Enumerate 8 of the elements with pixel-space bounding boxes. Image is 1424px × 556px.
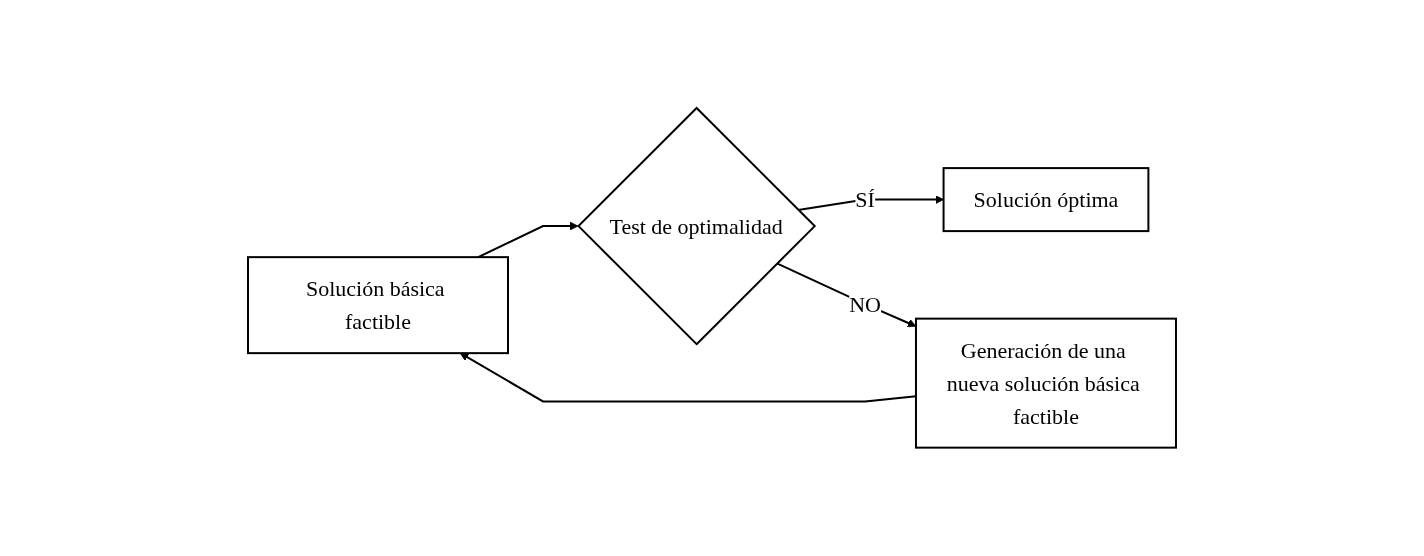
edge-label: NO bbox=[849, 291, 881, 317]
arrow bbox=[797, 195, 944, 212]
edge-label: SÍ bbox=[855, 187, 875, 213]
node-box: Solución óptima bbox=[942, 167, 1150, 233]
arrow bbox=[477, 221, 579, 259]
node-box: Solución básica factible bbox=[247, 256, 509, 355]
node-box: Generación de una nueva solución básica factible bbox=[915, 317, 1177, 449]
node-diamond: Test de optimalidad bbox=[577, 106, 817, 346]
